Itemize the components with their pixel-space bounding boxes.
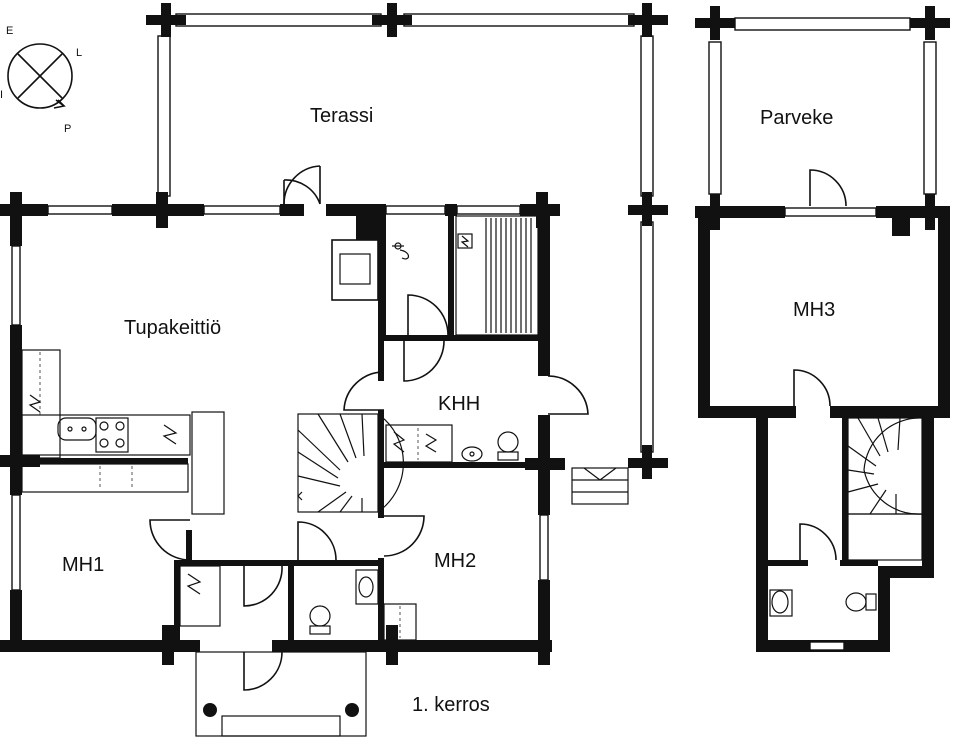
compass-letter-north: E (6, 25, 14, 37)
kitchen (21, 349, 225, 515)
compass-letter-east: L (76, 47, 83, 59)
main-staircase (297, 413, 404, 513)
loft-walls (695, 6, 950, 652)
entry-porch (195, 651, 367, 737)
room-label-mh2: MH2 (434, 550, 477, 572)
loft-windows (708, 17, 937, 651)
shower (392, 242, 410, 260)
room-label-tupakeittio: Tupakeittiö (124, 317, 222, 339)
compass-rose (7, 43, 73, 109)
doors (149, 165, 589, 691)
room-label-khh: KHH (438, 393, 481, 415)
loft-wc-fixtures (769, 589, 877, 617)
room-label-mh1: MH1 (62, 554, 105, 576)
compass-letter-south: P (64, 123, 72, 135)
khh-fixtures (385, 424, 519, 463)
floor-label: 1. kerros (412, 694, 490, 716)
entry-fixtures (179, 565, 417, 641)
room-label-mh3: MH3 (793, 299, 836, 321)
fireplace (331, 239, 379, 301)
terrace-steps (571, 467, 629, 505)
loft-doors (793, 169, 847, 561)
compass-letter-west: I (0, 89, 4, 101)
main-house-windows (11, 205, 549, 591)
terrace-structure (146, 3, 668, 479)
main-house-walls (0, 192, 565, 665)
sauna-benches (455, 215, 539, 336)
room-label-parveke: Parveke (760, 107, 834, 129)
room-label-terassi: Terassi (310, 105, 374, 127)
loft-staircase (847, 417, 923, 561)
